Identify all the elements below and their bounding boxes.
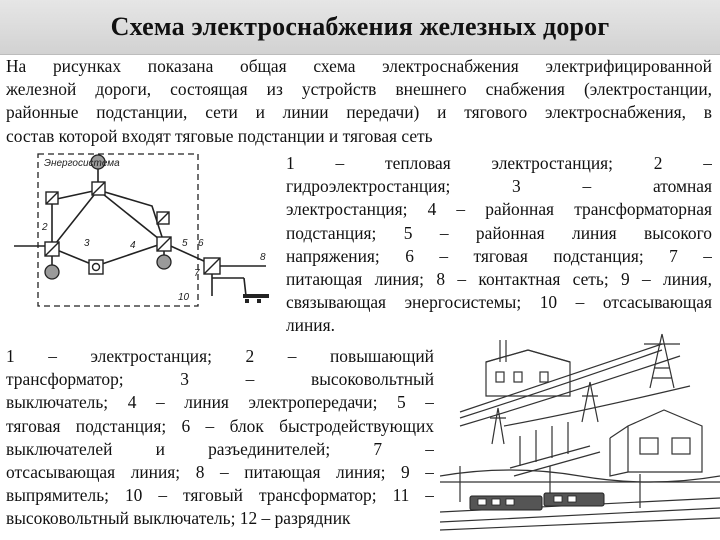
legend-bottom-left: 1 – электростанция; 2 – повышающий транс… bbox=[6, 345, 434, 531]
legend-line: питающая линия; 8 – контактная сеть; 9 –… bbox=[286, 268, 712, 289]
diagram-label: 7 bbox=[194, 268, 200, 279]
diagram-label: 5 bbox=[182, 238, 188, 249]
slide-title: Схема электроснабжения железных дорог bbox=[110, 12, 610, 41]
diagram-label: 2 bbox=[41, 222, 48, 233]
intro-line: состав которой входят тяговые подстанции… bbox=[6, 125, 433, 146]
legend-line: трансформатор; 3 – высоковольтный bbox=[6, 369, 434, 390]
legend-line: 1 – тепловая электростанция; 2 – bbox=[286, 153, 712, 173]
legend-top-right: 1 – тепловая электростанция; 2 – гидроэл… bbox=[286, 152, 712, 338]
legend-line: выпрямитель; 10 – тяговый трансформатор;… bbox=[6, 485, 434, 506]
intro-line: районные подстанции, сети и линии переда… bbox=[6, 102, 712, 123]
intro-line: На рисунках показана общая схема электро… bbox=[6, 56, 712, 76]
diagram-label-system: Энергосистема bbox=[44, 158, 120, 169]
power-system-schematic: Энергосистема 2 3 4 5 6 7 8 10 bbox=[14, 153, 269, 307]
intro-paragraph: На рисунках показана общая схема электро… bbox=[6, 55, 712, 148]
diagram-label: 3 bbox=[84, 238, 90, 249]
diagram-label: 6 bbox=[198, 238, 204, 249]
legend-line: выключателей и разъединителей; 7 – bbox=[6, 438, 434, 459]
diagram-label: 4 bbox=[130, 240, 136, 251]
title-bar: Схема электроснабжения железных дорог bbox=[0, 0, 720, 55]
legend-line: подстанция; 5 – районная линия высокого bbox=[286, 222, 712, 243]
legend-line: напряжения; 6 – тяговая подстанция; 7 – bbox=[286, 245, 712, 266]
legend-line: связывающая энергосистемы; 10 – отсасыва… bbox=[286, 292, 712, 313]
legend-line: выключатель; 4 – линия электропередачи; … bbox=[6, 392, 434, 413]
diagram-label: 8 bbox=[260, 252, 266, 263]
legend-line: гидроэлектростанция; 3 – атомная bbox=[286, 176, 712, 197]
railway-electrification-illustration bbox=[440, 333, 720, 531]
diagram-label: 10 bbox=[178, 292, 190, 303]
legend-line: отсасывающая линия; 8 – питающая линия; … bbox=[6, 461, 434, 482]
legend-line: электростанция; 4 – районная трансформат… bbox=[286, 199, 712, 220]
legend-line: 1 – электростанция; 2 – повышающий bbox=[6, 346, 434, 366]
legend-line: высоковольтный выключатель; 12 – разрядн… bbox=[6, 508, 351, 529]
legend-line: линия. bbox=[286, 315, 335, 336]
intro-line: железной дороги, состоящая из устройств … bbox=[6, 79, 712, 100]
legend-line: тяговая подстанция; 6 – блок быстродейст… bbox=[6, 415, 434, 436]
